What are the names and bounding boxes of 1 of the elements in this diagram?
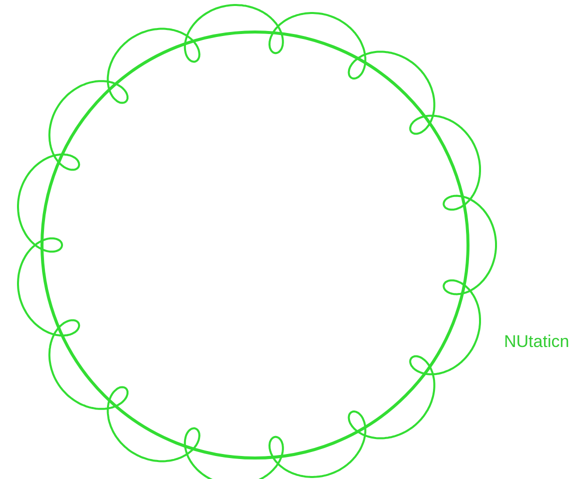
diagram-label: NUtaticn <box>504 332 570 352</box>
